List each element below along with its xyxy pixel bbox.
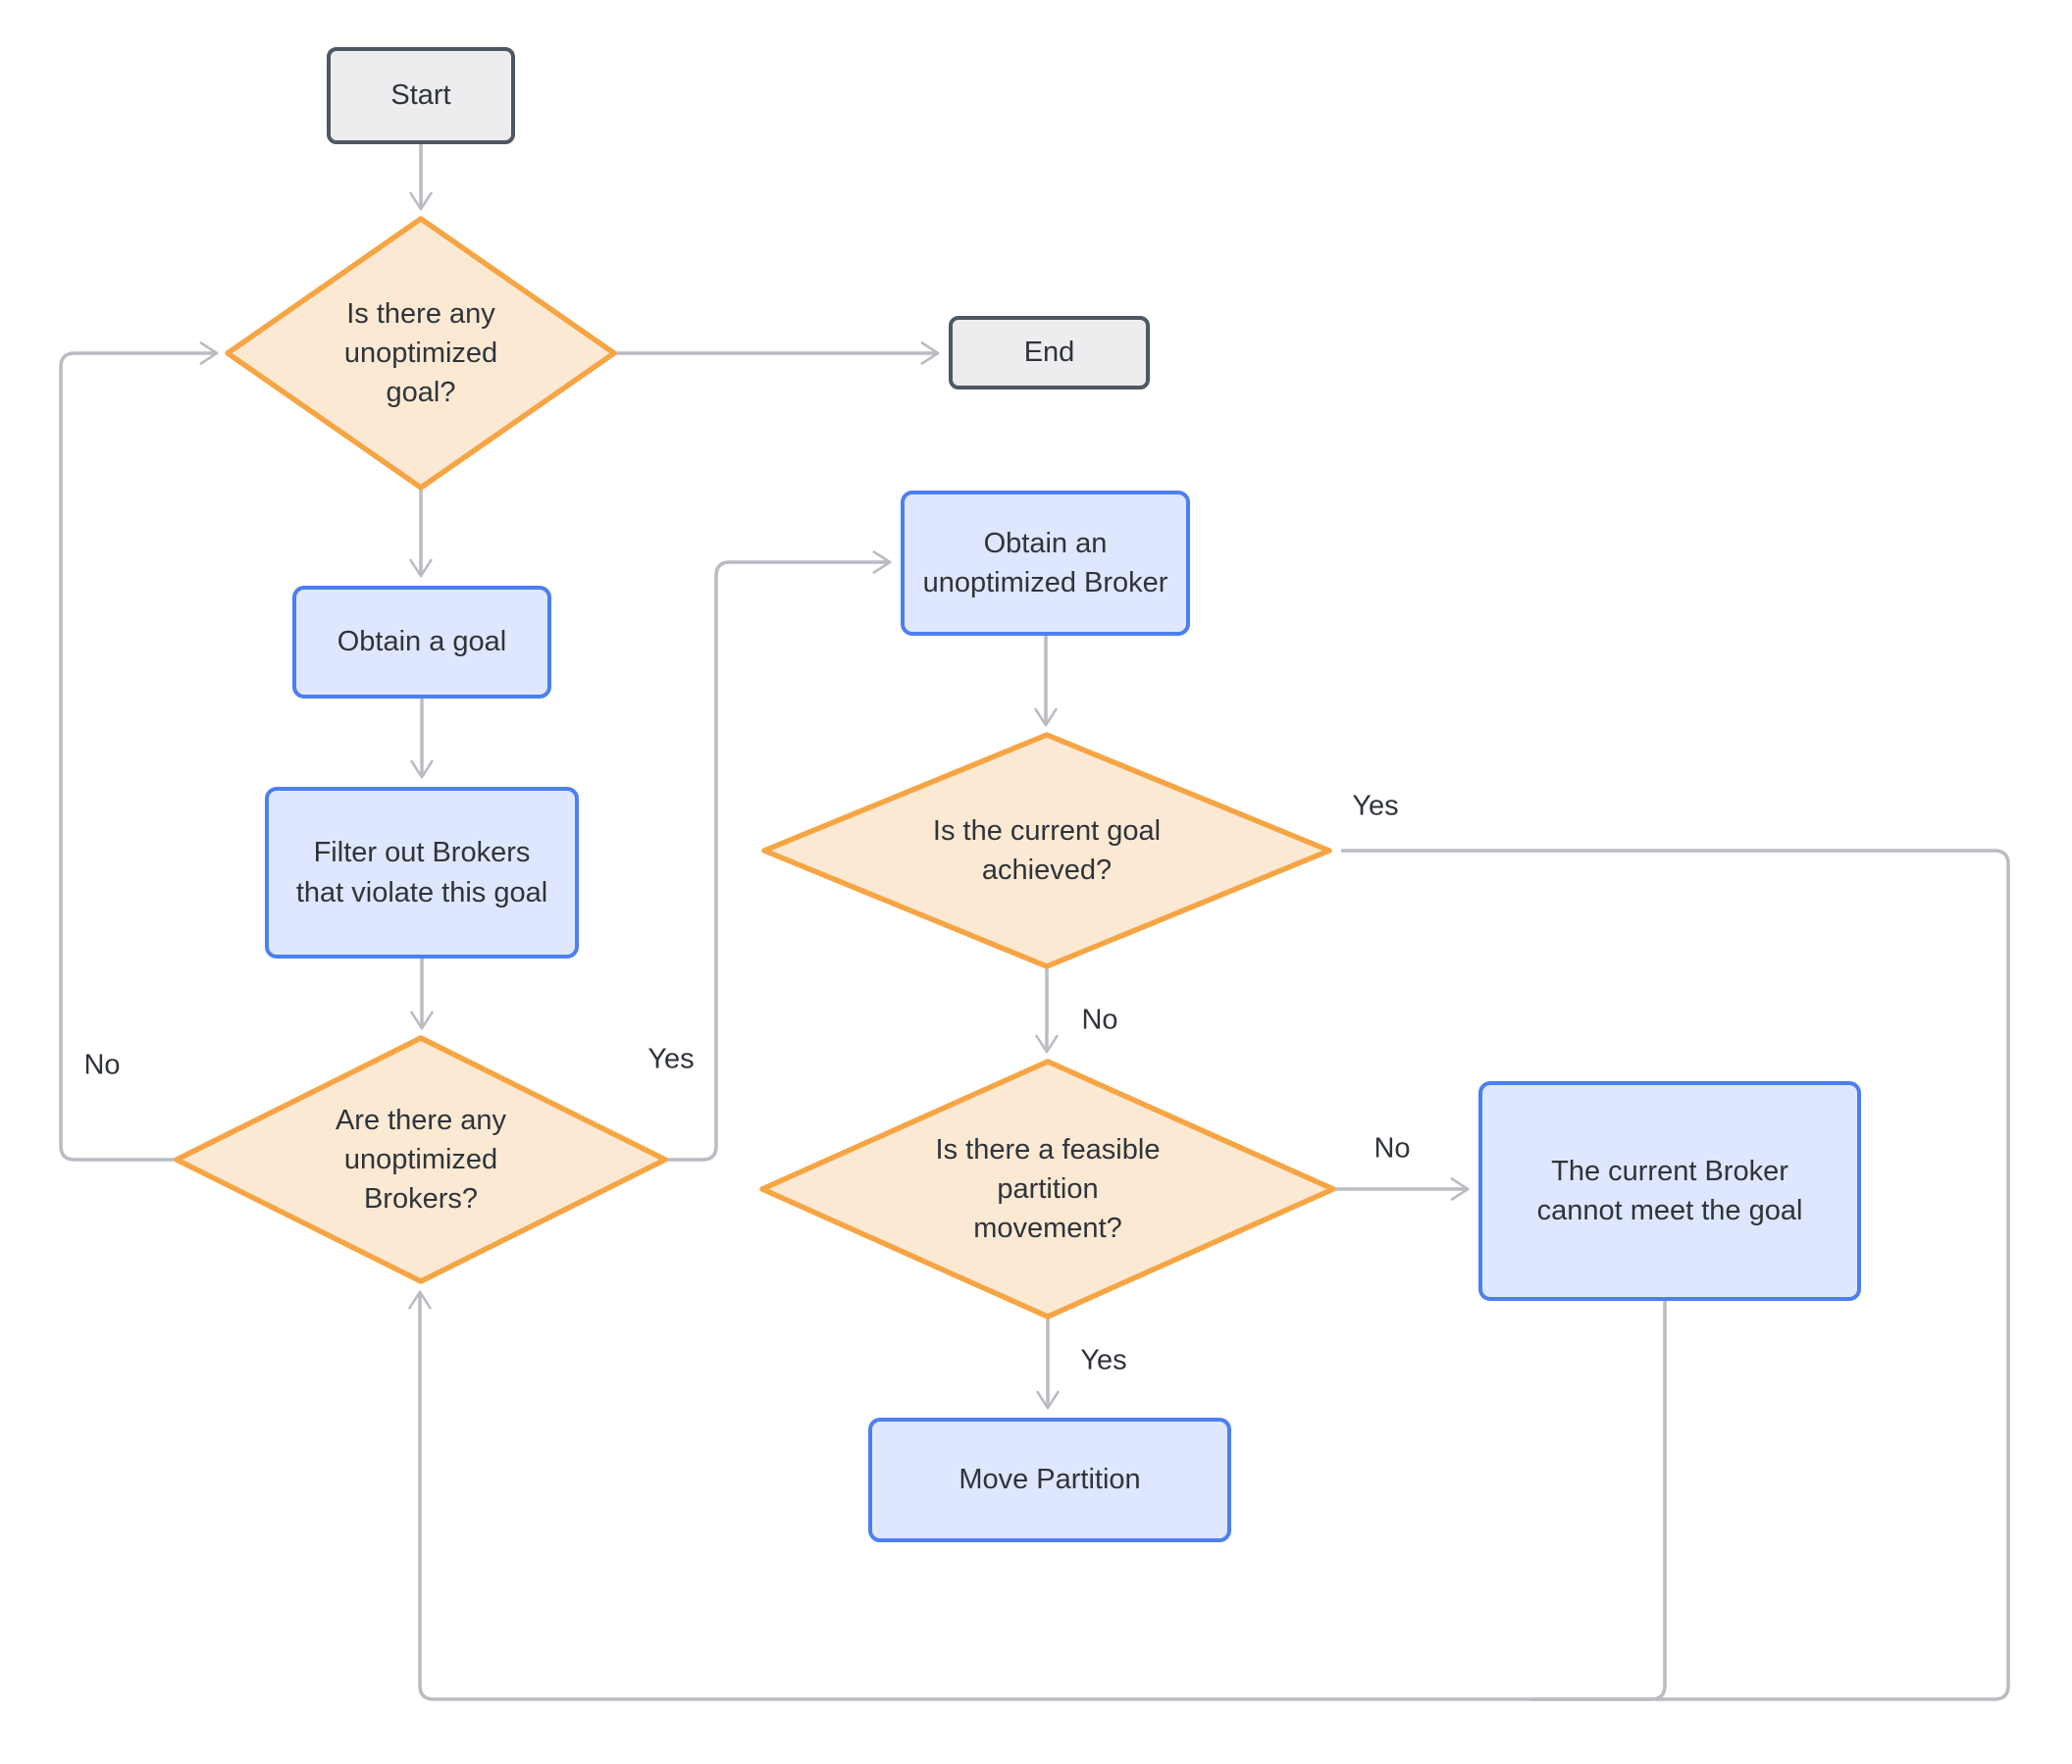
edge-yes-to-obtain-broker <box>665 550 892 1162</box>
decision-shapes <box>174 216 1336 1320</box>
node-filter-brokers-label: Filter out Brokers that violate this goa… <box>295 837 548 908</box>
node-broker-cannot-meet: The current Broker cannot meet the goal <box>1478 1081 1861 1301</box>
node-unoptimized-goal-label: Is there any unoptimized goal? <box>343 297 498 409</box>
node-obtain-goal-label: Obtain a goal <box>337 626 507 658</box>
node-unoptimized-brokers-label: Are there any unoptimized Brokers? <box>335 1104 507 1216</box>
node-obtain-broker: Obtain an unoptimized Broker <box>901 491 1190 636</box>
edges <box>59 144 2010 1701</box>
node-move-partition-label: Move Partition <box>958 1464 1141 1496</box>
node-end: End <box>949 316 1150 389</box>
edge-label-yes-unoptimized-brokers: Yes <box>648 1043 695 1075</box>
decision-unoptimized-goal-shape <box>225 216 617 491</box>
node-move-partition: Move Partition <box>868 1418 1231 1542</box>
decision-unoptimized-brokers-shape <box>174 1035 668 1284</box>
node-feasible-movement-label: Is there a feasible partition movement? <box>935 1133 1161 1245</box>
edge-label-no-feasible-movement: No <box>1373 1132 1411 1165</box>
decision-feasible-movement-shape <box>759 1059 1336 1320</box>
node-start-label: Start <box>390 79 451 112</box>
node-filter-brokers: Filter out Brokers that violate this goa… <box>265 787 579 959</box>
node-obtain-goal: Obtain a goal <box>292 586 551 699</box>
edge-label-no-unoptimized-brokers: No <box>83 1049 121 1081</box>
edge-no-loop-to-unoptimized-goal <box>59 341 219 1162</box>
node-end-label: End <box>1023 337 1075 369</box>
edge-broker-cannot-meet-to-bottom-loop <box>1530 1301 1667 1701</box>
node-start: Start <box>327 47 515 144</box>
edge-label-yes-feasible-movement: Yes <box>1080 1344 1127 1376</box>
edge-label-no-goal-achieved: No <box>1081 1004 1118 1036</box>
edge-yes-goal-achieved-loop-to-unoptimized-brokers <box>408 849 2010 1701</box>
node-obtain-broker-label: Obtain an unoptimized Broker <box>922 527 1168 598</box>
node-broker-cannot-meet-label: The current Broker cannot meet the goal <box>1536 1155 1803 1226</box>
node-goal-achieved-label: Is the current goal achieved? <box>932 814 1162 886</box>
decision-goal-achieved-shape <box>761 732 1332 969</box>
edge-label-yes-goal-achieved: Yes <box>1352 790 1399 822</box>
